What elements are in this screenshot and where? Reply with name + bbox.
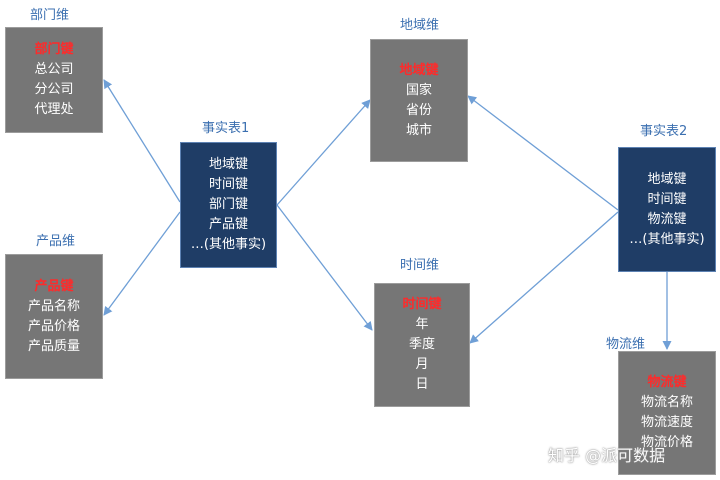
logistics-field: 物流速度 (640, 415, 693, 430)
time-field: 季度 (408, 337, 435, 352)
dept-field: 分公司 (34, 82, 74, 97)
fact2-box: 地域键 时间键 物流键 …(其他事实) (618, 147, 716, 272)
fact2-field: 地域键 (647, 171, 687, 187)
dept-field: 代理处 (34, 102, 74, 117)
fact1-field: 产品键 (208, 217, 248, 232)
watermark: 知乎 @派可数据 (548, 446, 666, 465)
logistics-field: 物流名称 (640, 395, 693, 410)
dept-dimension-box: 部门键 总公司 分公司 代理处 (5, 27, 103, 133)
product-field: 产品名称 (27, 298, 80, 314)
fact1-field: 时间键 (208, 177, 248, 192)
product-key: 产品键 (34, 278, 74, 294)
fact1-field: 部门键 (208, 197, 248, 212)
logistics-dimension-box: 物流键 物流名称 物流速度 物流价格 (618, 351, 716, 475)
arrow-fact2-to-region (467, 95, 619, 211)
region-dimension-title: 地域维 (400, 18, 440, 33)
region-field: 城市 (405, 122, 432, 138)
region-field: 国家 (405, 82, 432, 98)
logistics-key: 物流键 (647, 375, 687, 390)
dept-field: 总公司 (34, 62, 74, 77)
arrow-fact1-to-region (276, 99, 371, 206)
logistics-field: 物流价格 (640, 435, 693, 450)
arrow-fact1-to-product (103, 211, 181, 316)
time-field: 月 (415, 357, 429, 372)
product-field: 产品价格 (27, 318, 80, 334)
product-dimension-title: 产品维 (36, 234, 76, 249)
fact2-title: 事实表2 (640, 124, 688, 139)
region-dimension-box: 地域键 国家 省份 城市 (370, 39, 468, 162)
logistics-dimension-title: 物流维 (606, 337, 646, 352)
arrow-fact1-to-dept (103, 79, 181, 203)
fact1-title: 事实表1 (202, 121, 250, 136)
fact1-field: …(其他事实) (190, 237, 267, 252)
time-field: 年 (415, 317, 429, 332)
fact2-field: 时间键 (647, 191, 687, 207)
fact2-field: 物流键 (647, 211, 687, 227)
time-dimension-box: 时间键 年 季度 月 日 (374, 283, 470, 407)
time-field: 日 (415, 377, 429, 392)
time-key: 时间键 (402, 297, 442, 312)
fact1-field: 地域键 (208, 157, 248, 172)
fact2-field: …(其他事实) (629, 231, 705, 247)
arrow-fact2-to-time (469, 211, 619, 344)
product-field: 产品质量 (27, 338, 80, 354)
product-dimension-box: 产品键 产品名称 产品价格 产品质量 (5, 254, 103, 379)
dept-key: 部门键 (34, 42, 74, 57)
time-dimension-title: 时间维 (400, 258, 440, 273)
region-field: 省份 (405, 102, 432, 118)
dept-dimension-title: 部门维 (30, 8, 70, 23)
fact1-box: 地域键 时间键 部门键 产品键 …(其他事实) (180, 142, 277, 268)
region-key: 地域键 (399, 62, 439, 78)
arrow-fact1-to-time (276, 204, 373, 331)
